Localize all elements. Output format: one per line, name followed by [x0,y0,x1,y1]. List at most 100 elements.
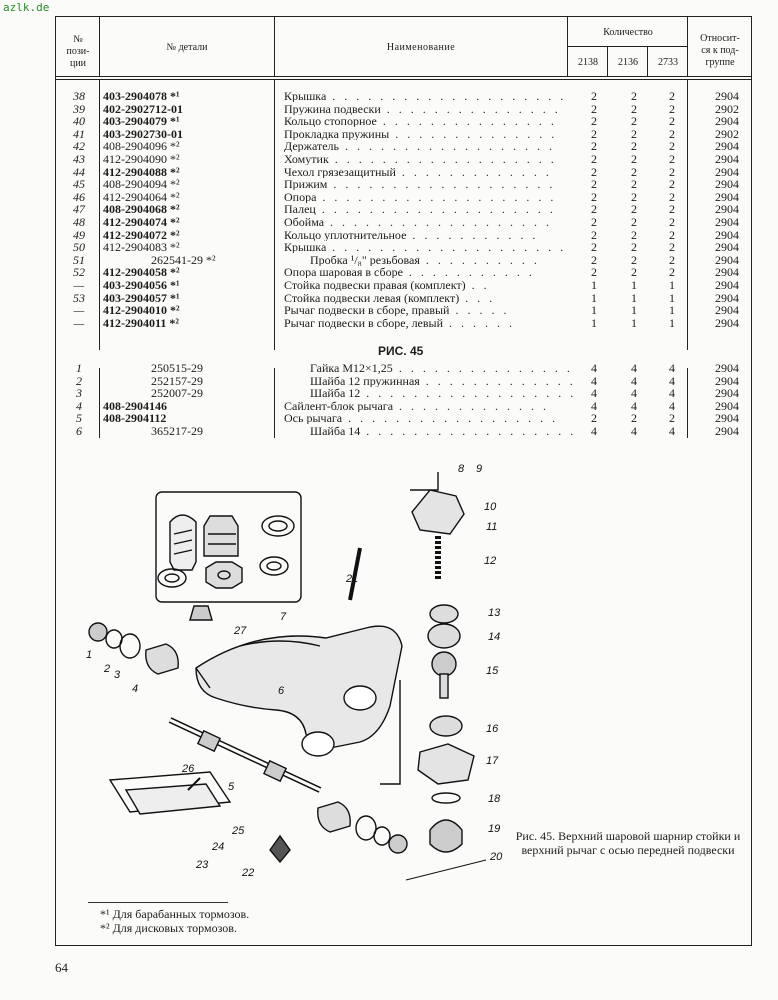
callout-label: 10 [484,501,497,513]
leader-dots: . . . . . . . . . . . . . . . . . . . . [332,241,566,254]
callout-label: 21 [345,573,358,585]
part-name-text: Обойма [284,216,325,228]
part-name: Держатель. . . . . . . . . . . . . . . .… [284,140,566,152]
section-title: РИС. 45 [378,344,424,358]
part-name: Рычаг подвески в сборе, левый. . . . . . [284,317,566,329]
callout-label: 5 [228,781,235,793]
part-number: 365217-29 [151,424,203,438]
part-name: Рычаг подвески в сборе, правый. . . . . [284,304,566,316]
part-number: 412-2904011 *² [103,315,179,330]
leader-dots: . . . . . . . . . . . [408,266,535,279]
part-name-text: Кольцо уплотнительное [284,228,407,241]
part-number: 403-2904057 *¹ [103,290,180,305]
qty-2138: 1 [591,315,597,330]
subgroup: 2904 [715,290,739,305]
subgroup: 2904 [715,315,739,330]
position-number: — [73,278,85,292]
part-number: 412-2904064 *² [103,189,180,204]
part-number: 412-2904090 *² [103,152,180,166]
callout-label: 24 [211,841,224,853]
part-name: Шайба 14. . . . . . . . . . . . . . . . … [284,425,592,437]
qty-2138: 2 [591,202,597,217]
leader-dots: . . . . . . . . . . . . . . . . [386,102,566,115]
callout-label: 26 [181,763,195,775]
leader-dots: . . . . . . . . . . . . . . . . . . . . [321,203,556,216]
subgroup: 2904 [715,139,739,154]
part-number: 408-2904096 *² [103,139,180,154]
leader-dots: . . . . . . . . . . . . . . . . . . [345,140,555,153]
subgroup: 2904 [715,114,739,129]
leader-dots: . . . . . . [449,316,516,329]
part-number: 412-2904072 *² [103,227,180,242]
callout-label: 15 [486,665,499,677]
position-number: 2 [76,373,82,388]
part-number: 412-2904083 *² [103,240,180,255]
part-name-text: Крышка [284,241,327,254]
qty-2138: 1 [591,290,597,305]
subgroup: 2902 [715,101,739,116]
qty-2136: 2 [631,202,637,217]
position-number: 49 [73,227,85,242]
callout-label: 3 [114,669,121,681]
part-number: 252007-29 [151,386,203,401]
qty-2138: 1 [591,303,597,318]
part-number: 408-2904094 *² [103,177,180,192]
qty-2136: 2 [631,411,637,426]
part-name-text: Рычаг подвески в сборе, правый [284,304,450,317]
callout-label: 9 [476,463,482,475]
callout-label: 16 [486,723,499,735]
qty-2136: 1 [631,290,637,305]
subgroup: 2904 [715,424,739,438]
callout-label: 17 [486,755,499,767]
subgroup: 2904 [715,215,739,229]
part-name-text: Хомутик [284,153,329,165]
qty-2136: 2 [631,227,637,242]
subgroup: 2904 [715,386,739,401]
callout-label: 6 [278,685,285,697]
qty-2136: 4 [631,398,637,413]
position-number: 40 [73,114,85,129]
part-name-text: Чехол грязезащитный [284,165,396,178]
qty-2138: 2 [591,215,597,229]
callout-label: 23 [195,859,209,871]
callout-label: 1 [86,649,92,661]
part-number: 408-2904068 *² [103,202,180,217]
part-name: Палец. . . . . . . . . . . . . . . . . .… [284,203,566,215]
qty-2733: 2 [669,89,675,103]
qty-2138: 2 [591,164,597,179]
position-number: 43 [73,152,85,166]
callout-label: 7 [280,611,287,623]
leader-dots: . . . . . . . . . . . . . . [395,127,558,140]
qty-2138: 2 [591,152,597,166]
figure-caption: Рис. 45. Верхний шаровой шарнир стойки и… [515,829,741,857]
qty-2138: 4 [591,373,597,388]
subgroup: 2902 [715,126,739,141]
part-name: Опора шаровая в сборе. . . . . . . . . .… [284,266,566,278]
qty-2733: 4 [669,373,675,388]
leader-dots: . . . . . . . . . . . . . . . . . . [366,425,577,437]
position-number: 52 [73,265,85,280]
qty-2733: 4 [669,386,675,401]
leader-dots: . . . . . . . . . . . . . . . . . . . [330,216,553,228]
qty-2136: 2 [631,89,637,103]
qty-2136: 2 [631,114,637,129]
qty-2136: 2 [631,252,637,267]
part-name-text: Шайба 12 [310,387,361,400]
qty-2733: 2 [669,240,675,255]
qty-2733: 2 [669,101,675,116]
callout-label: 20 [489,851,503,863]
position-number: 46 [73,189,85,204]
part-number: 412-2904010 *² [103,303,180,318]
leader-dots: . . . . . . . . . . . [412,228,539,241]
qty-2136: 2 [631,139,637,154]
